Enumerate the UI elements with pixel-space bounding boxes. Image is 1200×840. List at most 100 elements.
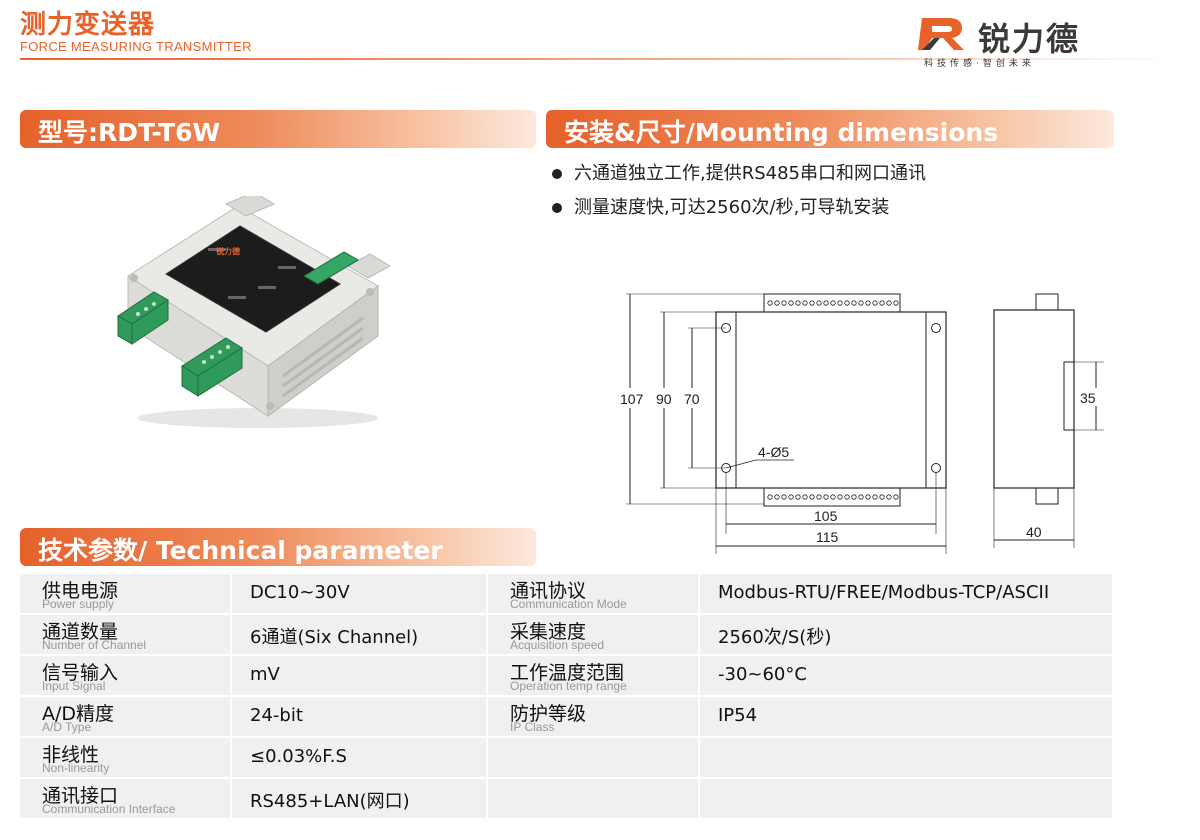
spec-value-cell — [700, 779, 1114, 818]
product-logo: 锐力德 — [216, 246, 240, 256]
terminal-pin — [844, 300, 850, 306]
spec-label-cell — [488, 779, 700, 818]
spec-value-cell — [700, 738, 1114, 777]
terminal-pin — [830, 300, 836, 306]
page-subtitle: FORCE MEASURING TRANSMITTER — [20, 39, 252, 54]
mounting-diagram: 107 90 70 4-Ø5 105 115 35 40 — [616, 293, 1106, 554]
spec-label-en: Number of Channel — [42, 638, 147, 652]
product-image: 锐力德 — [117, 196, 392, 428]
mounting-label: 安装&尺寸/Mounting dimensions — [564, 118, 999, 147]
terminal-pin — [781, 494, 787, 500]
dim-35-label: 35 — [1080, 390, 1096, 406]
spec-label-en: Non-linearity — [42, 761, 110, 775]
terminal-pin — [830, 494, 836, 500]
spec-label-cn: 采集速度 — [510, 621, 587, 643]
terminal-pin — [823, 494, 829, 500]
spec-label-cn: A/D精度 — [42, 703, 115, 725]
terminal-pin — [893, 494, 899, 500]
terminal-pin — [879, 494, 885, 500]
spec-value-cell: ≤0.03%F.S — [232, 738, 488, 777]
model-section-header: 型号:RDT-T6W — [20, 110, 536, 148]
page-title: 测力变送器 — [20, 10, 156, 40]
terminal-pin — [844, 494, 850, 500]
terminal-pin — [851, 300, 857, 306]
dim-107-label: 107 — [620, 391, 644, 407]
feature-item: 六通道独立工作,提供RS485串口和网口通讯 — [552, 160, 926, 194]
spec-label-cn: 非线性 — [42, 744, 100, 766]
bullet-icon — [552, 169, 562, 179]
spec-label-cn: 供电电源 — [42, 580, 119, 602]
terminal-pin — [837, 494, 843, 500]
spec-value: 24-bit — [250, 705, 303, 726]
terminal-pin — [886, 494, 892, 500]
brand-block: 锐力德 科技传感·智创未来 — [918, 10, 1118, 70]
brand-name: 锐力德 — [978, 20, 1081, 58]
terminal-pin — [802, 300, 808, 306]
terminal-pin — [795, 300, 801, 306]
brand-slogan: 科技传感·智创未来 — [924, 59, 1035, 69]
model-label: 型号:RDT-T6W — [38, 118, 221, 147]
terminal-pin — [858, 300, 864, 306]
spec-value-cell: Modbus-RTU/FREE/Modbus-TCP/ASCII — [700, 574, 1114, 613]
spec-label-en: Acquisition speed — [510, 638, 605, 652]
terminal-pin — [767, 494, 773, 500]
technical-label: 技术参数/ Technical parameter — [38, 536, 443, 565]
terminal-pin — [823, 300, 829, 306]
brand-logo-icon — [918, 18, 964, 50]
terminal-pin — [872, 300, 878, 306]
terminal-pin — [893, 300, 899, 306]
spec-label-en: Input Signal — [42, 679, 106, 693]
feature-list: 六通道独立工作,提供RS485串口和网口通讯 测量速度快,可达2560次/秒,可… — [552, 160, 926, 228]
spec-value: 2560次/S(秒) — [718, 627, 832, 648]
spec-value: 6通道(Six Channel) — [250, 627, 419, 648]
terminal-pin — [788, 494, 794, 500]
dim-105-label: 105 — [814, 508, 838, 524]
hole-spec-label: 4-Ø5 — [758, 444, 789, 460]
terminal-pin — [795, 494, 801, 500]
spec-label-en: Communication Mode — [510, 597, 627, 611]
terminal-pin — [879, 300, 885, 306]
spec-label-cn: 工作温度范围 — [510, 662, 625, 684]
bullet-icon — [552, 203, 562, 213]
dim-90-label: 90 — [656, 391, 672, 407]
terminal-pin — [851, 494, 857, 500]
terminal-pin — [837, 300, 843, 306]
terminal-pin — [809, 300, 815, 306]
dim-115-label: 115 — [816, 529, 839, 545]
spec-value-cell: 2560次/S(秒) — [700, 615, 1114, 654]
terminal-pin — [816, 494, 822, 500]
header-divider — [20, 58, 1180, 60]
terminal-pin — [774, 300, 780, 306]
spec-label-en: Power supply — [42, 597, 115, 611]
spec-value: mV — [250, 664, 280, 685]
spec-value-cell: RS485+LAN(网口) — [232, 779, 488, 818]
terminal-pin — [816, 300, 822, 306]
terminal-pin — [767, 300, 773, 306]
dim-40-label: 40 — [1026, 524, 1042, 540]
terminal-pin — [865, 494, 871, 500]
spec-value-cell: 24-bit — [232, 697, 488, 736]
spec-label-en: Operation temp range — [510, 679, 627, 693]
terminal-pin — [886, 300, 892, 306]
technical-section-header: 技术参数/ Technical parameter — [20, 528, 536, 566]
spec-label-en: Communication Interface — [42, 802, 176, 816]
spec-value-cell: IP54 — [700, 697, 1114, 736]
dim-70-label: 70 — [684, 391, 700, 407]
terminal-pin — [774, 494, 780, 500]
spec-value: RS485+LAN(网口) — [250, 791, 410, 812]
